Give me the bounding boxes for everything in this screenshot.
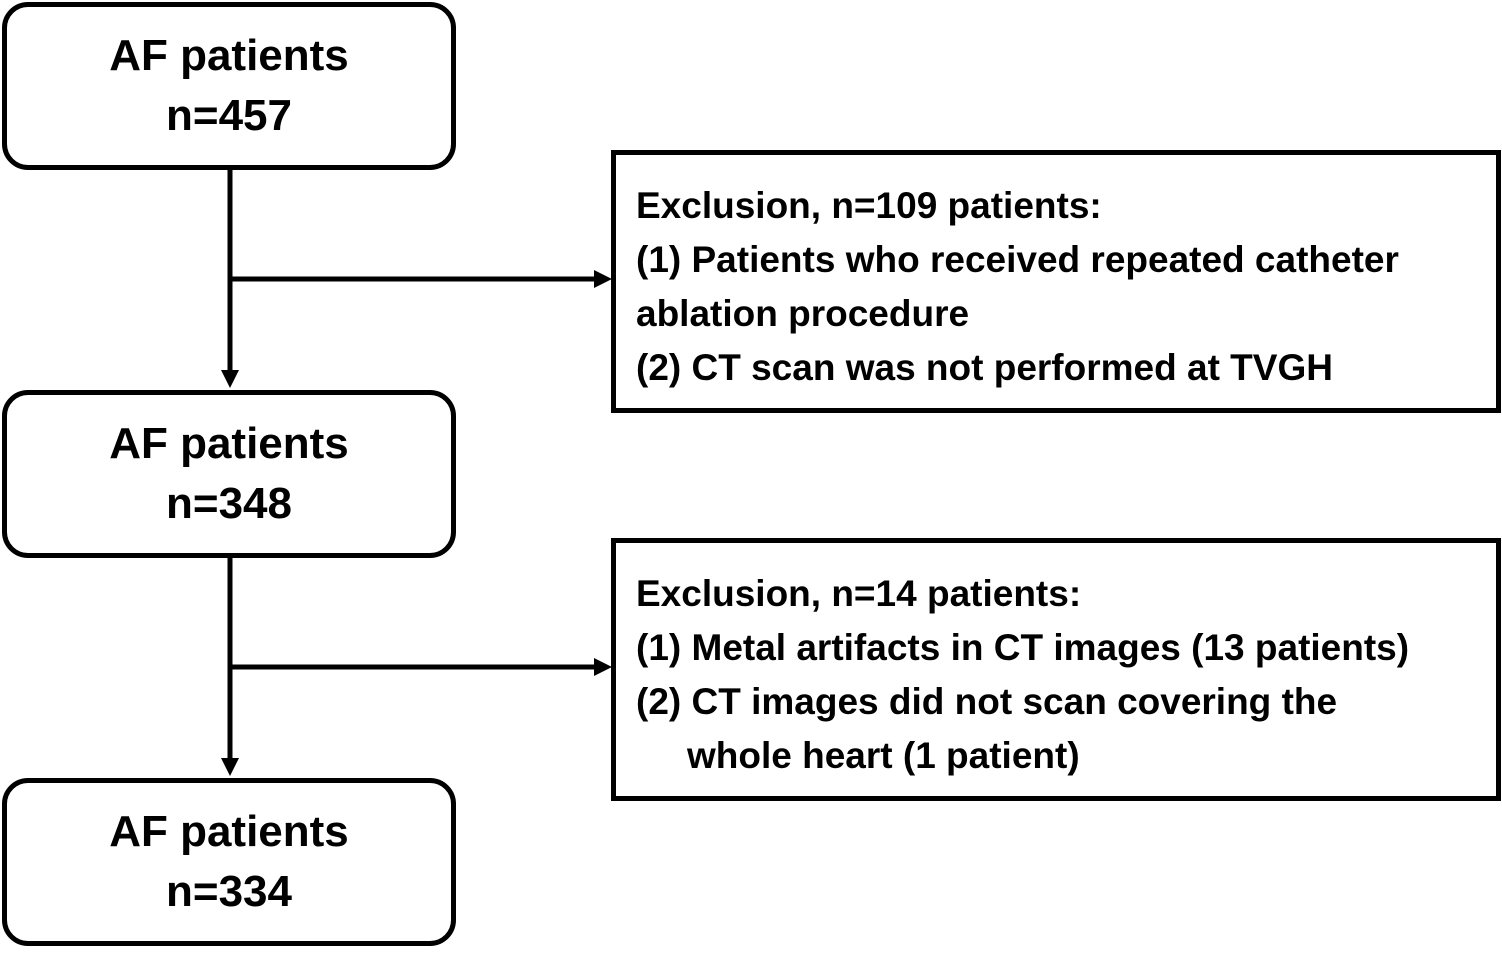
exclusion-criterion: (1) Patients who received repeated cathe…: [636, 239, 1399, 280]
node-count: n=348: [166, 479, 292, 528]
af-patients-box-initial: AF patients n=457: [2, 2, 456, 170]
node-title: AF patients: [109, 807, 349, 856]
node-count: n=334: [166, 867, 292, 916]
af-patients-box-final: AF patients n=334: [2, 778, 456, 946]
side-arrowhead-2: [594, 658, 612, 676]
node-title: AF patients: [109, 419, 349, 468]
af-patients-box-after-first-exclusion: AF patients n=348: [2, 390, 456, 558]
exclusion-criterion: (1) Metal artifacts in CT images (13 pat…: [636, 627, 1410, 668]
exclusion-criterion: (2) CT images did not scan covering the: [636, 681, 1338, 722]
exclusion-criterion: (2) CT scan was not performed at TVGH: [636, 347, 1333, 388]
exclusion-heading: Exclusion, n=14 patients:: [636, 573, 1082, 614]
side-arrowhead-1: [594, 270, 612, 288]
exclusion-box-first: Exclusion, n=109 patients: (1) Patients …: [611, 150, 1501, 413]
exclusion-heading: Exclusion, n=109 patients:: [636, 185, 1102, 226]
down-arrowhead-1: [221, 370, 239, 388]
exclusion-criterion-continued: whole heart (1 patient): [687, 735, 1080, 776]
exclusion-box-second: Exclusion, n=14 patients: (1) Metal arti…: [611, 538, 1501, 801]
node-count: n=457: [166, 91, 292, 140]
down-arrowhead-2: [221, 758, 239, 776]
node-title: AF patients: [109, 31, 349, 80]
exclusion-criterion-continued: ablation procedure: [636, 293, 970, 334]
